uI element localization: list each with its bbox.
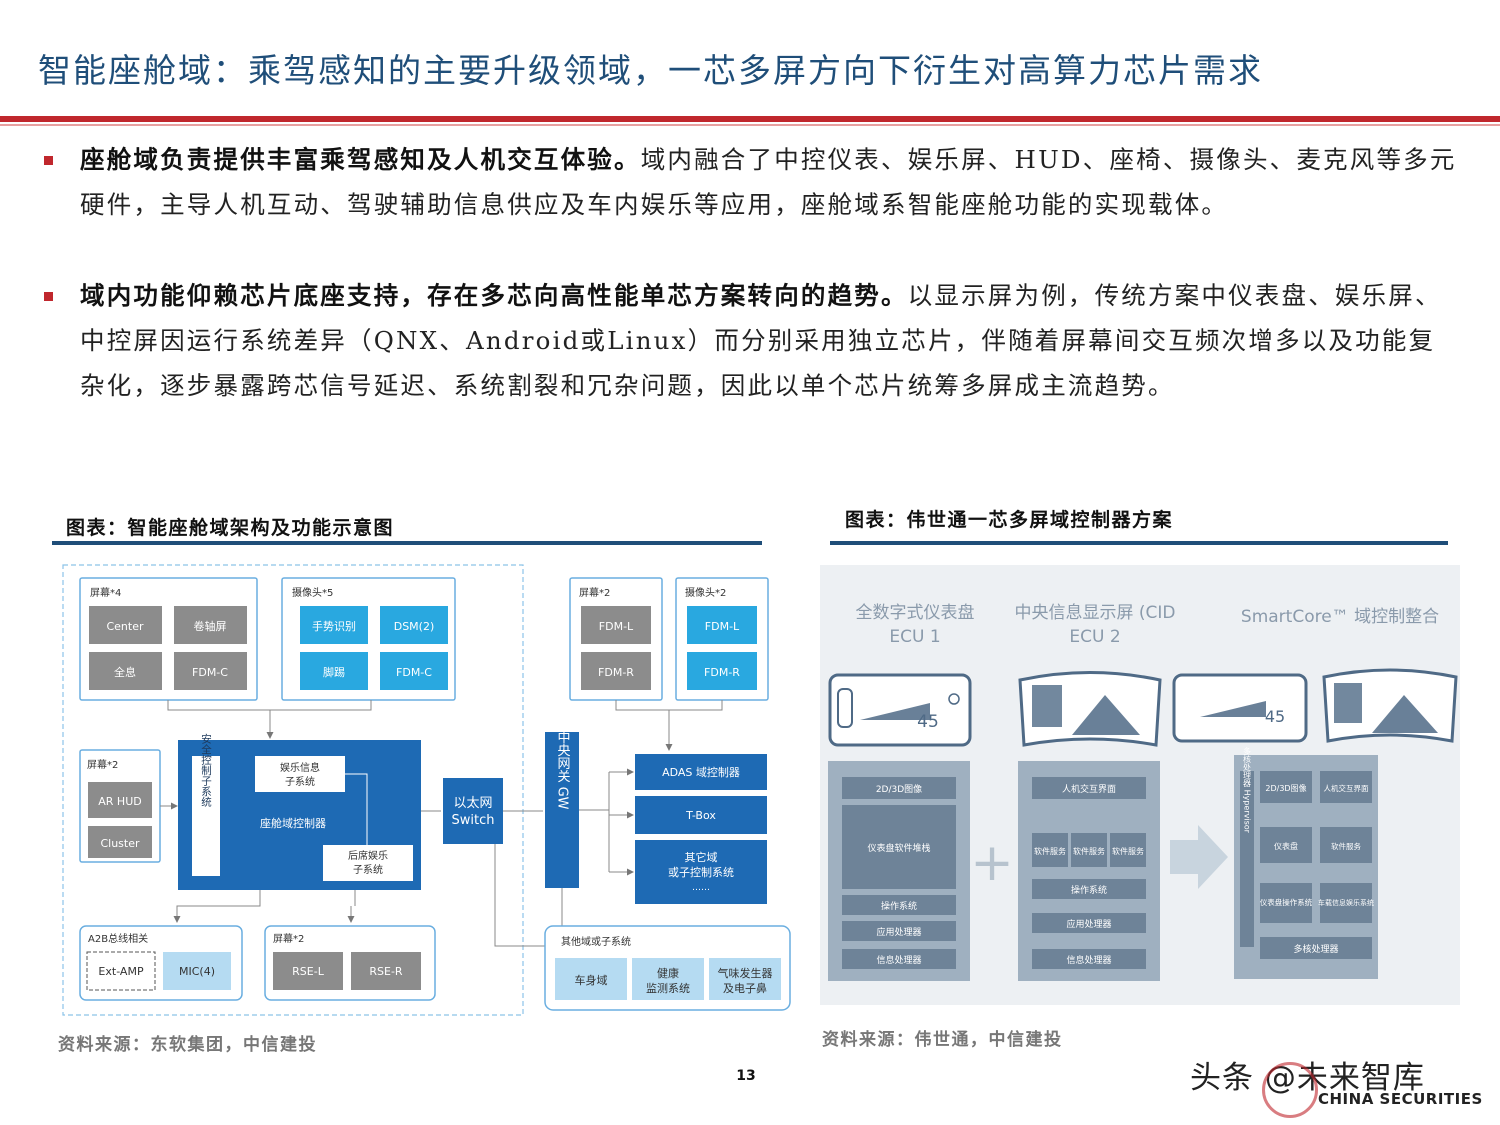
- source-left: 资料来源：东软集团，中信建投: [58, 1035, 317, 1055]
- col3-left-2: 仪表盘操作系统: [1260, 897, 1313, 907]
- title-divider: [0, 116, 1500, 122]
- col3-hypervisor: 多核处理器 Hypervisor: [1243, 746, 1252, 834]
- screen-fdm-r: FDM-R: [598, 666, 634, 679]
- col1-title-l2: ECU 1: [889, 627, 940, 647]
- col3-bottom: 多核处理器: [1293, 943, 1338, 955]
- bullet-paragraph: 域内功能仰赖芯片底座支持，存在多芯向高性能单芯方案转向的趋势。以显示屏为例，传统…: [80, 273, 1460, 408]
- t-box: T-Box: [685, 809, 716, 822]
- rear-subsystem-l2: 子系统: [353, 863, 383, 876]
- col2-stack-3: 应用处理器: [1066, 918, 1111, 930]
- other-domains-label: 其他域或子系统: [561, 935, 631, 948]
- col2-title-l1: 中央信息显示屏 (CID: [1014, 603, 1175, 623]
- figure-rule-left: [52, 541, 762, 545]
- brand-name: CHINA SECURITIES: [1318, 1090, 1483, 1108]
- plus-sign: +: [970, 833, 1014, 893]
- col3-right-0: 人机交互界面: [1324, 783, 1369, 793]
- col2-stack-0: 人机交互界面: [1062, 783, 1116, 795]
- col2-stack-4: 信息处理器: [1066, 954, 1111, 966]
- scent-generator-l1: 气味发生器: [718, 966, 773, 980]
- bullet-lead: 座舱域负责提供丰富乘驾感知及人机交互体验。: [80, 145, 641, 174]
- col1-speed: 45: [917, 712, 939, 732]
- ethernet-switch-l2: Switch: [452, 813, 495, 828]
- screen-scroll: 卷轴屏: [194, 619, 227, 633]
- screen-cluster: Cluster: [100, 837, 140, 850]
- central-gateway: 中央网关 GW: [555, 730, 571, 809]
- screen-rse-l: RSE-L: [292, 965, 325, 978]
- col1-stack-1: 仪表盘软件堆栈: [867, 842, 930, 854]
- mic: MIC(4): [179, 965, 215, 978]
- rear-subsystem-l1: 后席娱乐: [348, 849, 388, 862]
- page-title: 智能座舱域：乘驾感知的主要升级领域，一芯多屏方向下衍生对高算力芯片需求: [38, 51, 1263, 90]
- source-right: 资料来源：伟世通，中信建投: [822, 1030, 1063, 1050]
- health-monitor-l2: 监测系统: [646, 982, 690, 995]
- col2-service-a: 软件服务: [1034, 846, 1066, 856]
- other-domain-ellipsis: ……: [692, 883, 710, 893]
- bullet-body: 域内融合了中控仪表、娱乐屏、HUD、座椅、摄像头、麦克风等多元硬件，主导人机互动…: [80, 145, 1457, 219]
- bullet-paragraph: 座舱域负责提供丰富乘驾感知及人机交互体验。域内融合了中控仪表、娱乐屏、HUD、座…: [80, 137, 1460, 227]
- other-domain-l1: 其它域: [685, 850, 718, 864]
- screen-ar-hud: AR HUD: [98, 795, 141, 808]
- bullet-body: 以显示屏为例，传统方案中仪表盘、娱乐屏、中控屏因运行系统差异（QNX、Andro…: [80, 281, 1442, 400]
- screens2-top-label: 屏幕*2: [579, 586, 610, 599]
- screen-hologram: 全息: [114, 665, 136, 679]
- figure-title-right: 图表：伟世通一芯多屏域控制器方案: [845, 509, 1174, 531]
- col3-left-0: 2D/3D图像: [1265, 783, 1306, 793]
- camera-fdm-r: FDM-R: [704, 666, 740, 679]
- a2b-label: A2B总线相关: [88, 932, 148, 945]
- brand-logo-icon: [1262, 1062, 1318, 1118]
- other-domain-l2: 或子控制系统: [668, 865, 734, 879]
- bullet-marker: [44, 292, 53, 301]
- ext-amp: Ext-AMP: [98, 965, 144, 978]
- visteon-smartcore-diagram: 全数字式仪表盘 ECU 1 中央信息显示屏 (CID ECU 2 SmartCo…: [820, 565, 1460, 1005]
- col1-stack-0: 2D/3D图像: [876, 783, 922, 795]
- figure-rule-right: [830, 541, 1448, 545]
- camera-fdm-c: FDM-C: [396, 666, 432, 679]
- safety-subsystem: 安全控制子系统: [200, 732, 212, 806]
- col2-service-c: 软件服务: [1112, 846, 1144, 856]
- bullet-marker: [44, 156, 53, 165]
- col1-stack-3: 应用处理器: [876, 926, 921, 938]
- col1-title-l1: 全数字式仪表盘: [856, 603, 975, 623]
- col3-title: SmartCore™ 域控制整合: [1241, 607, 1439, 627]
- screens2-left-label: 屏幕*2: [87, 758, 118, 771]
- col3-right-2: 车载信息娱乐系统: [1318, 898, 1374, 907]
- cameras5-label: 摄像头*5: [292, 586, 333, 599]
- title-divider-shadow: [0, 124, 1500, 126]
- col1-stack-2: 操作系统: [881, 900, 917, 912]
- col2-stack-2: 操作系统: [1071, 884, 1107, 896]
- ent-subsystem-l2: 子系统: [285, 775, 315, 788]
- page-number: 13: [736, 1068, 756, 1084]
- right-arrow-icon: [1170, 825, 1228, 889]
- col3-right-1: 软件服务: [1331, 841, 1361, 851]
- screens4-label: 屏幕*4: [90, 586, 121, 599]
- camera-dsm: DSM(2): [394, 620, 435, 633]
- ent-subsystem-l1: 娱乐信息: [280, 761, 320, 774]
- scent-generator-l2: 及电子鼻: [723, 981, 767, 995]
- ethernet-switch-l1: 以太网: [453, 796, 492, 811]
- adas-controller: ADAS 域控制器: [662, 765, 740, 779]
- screen-fdm-l: FDM-L: [599, 620, 634, 633]
- camera-fdm-l: FDM-L: [705, 620, 740, 633]
- body-domain: 车身域: [575, 973, 608, 987]
- screen-center: Center: [106, 620, 144, 633]
- col3-speed: 45: [1265, 707, 1285, 726]
- screen-fdm-c: FDM-C: [192, 666, 228, 679]
- col2-service-b: 软件服务: [1073, 846, 1105, 856]
- figure-title-left: 图表：智能座舱域架构及功能示意图: [66, 517, 395, 539]
- health-monitor-l1: 健康: [657, 966, 679, 980]
- screens2-bottom-label: 屏幕*2: [273, 932, 304, 945]
- camera-kick: 脚踢: [323, 665, 345, 679]
- screen-rse-r: RSE-R: [369, 965, 403, 978]
- camera-gesture: 手势识别: [312, 619, 356, 633]
- cockpit-domain-architecture-diagram: 屏幕*4 Center 卷轴屏 全息 FDM-C 摄像头*5 手势识别 DSM(…: [62, 564, 791, 1016]
- bullet-lead: 域内功能仰赖芯片底座支持，存在多芯向高性能单芯方案转向的趋势。: [80, 281, 908, 310]
- controller-label: 座舱域控制器: [260, 816, 326, 830]
- cameras2-label: 摄像头*2: [685, 586, 726, 599]
- col3-left-1: 仪表盘: [1274, 841, 1298, 851]
- col1-stack-4: 信息处理器: [876, 954, 921, 966]
- col2-title-l2: ECU 2: [1069, 627, 1120, 647]
